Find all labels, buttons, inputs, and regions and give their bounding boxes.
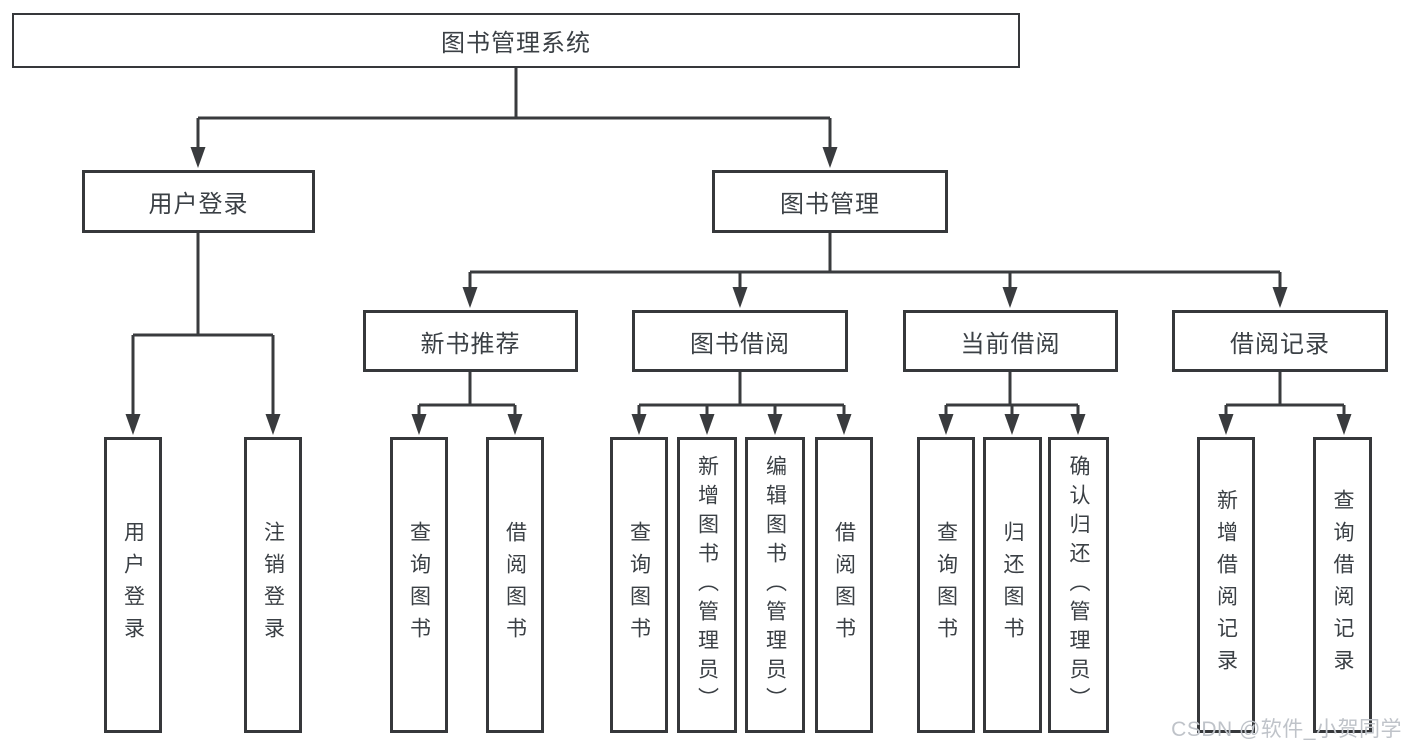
node-label: 借阅图书	[832, 521, 856, 649]
node-label: 确认归还（管理员）	[1067, 454, 1090, 716]
leaf-user-login: 用户登录	[104, 437, 162, 733]
leaf-query-books-recommend: 查询图书	[390, 437, 448, 733]
leaf-borrow-books: 借阅图书	[815, 437, 873, 733]
leaf-add-books-admin: 新增图书（管理员）	[677, 437, 737, 733]
node-label: 图书管理系统	[441, 30, 591, 57]
node-current-borrowing: 当前借阅	[903, 310, 1118, 372]
csdn-watermark: CSDN @软件_小贺同学	[1171, 718, 1402, 741]
node-label: 查询借阅记录	[1331, 489, 1354, 681]
node-label: 归还图书	[1001, 521, 1024, 649]
leaf-return-books: 归还图书	[983, 437, 1042, 733]
node-label: 新增借阅记录	[1214, 489, 1238, 681]
node-label: 用户登录	[148, 191, 249, 218]
node-book-borrowing: 图书借阅	[632, 310, 848, 372]
arrowheads	[125, 147, 1352, 435]
node-label: 查询图书	[407, 521, 431, 649]
node-label: 查询图书	[934, 521, 958, 649]
node-new-book-recommend: 新书推荐	[363, 310, 578, 372]
leaf-query-books-borrowing: 查询图书	[610, 437, 668, 733]
node-user-login: 用户登录	[82, 170, 315, 233]
node-label: 图书管理	[780, 191, 880, 218]
leaf-logout-login: 注销登录	[244, 437, 302, 733]
leaf-add-borrow-record: 新增借阅记录	[1197, 437, 1255, 733]
leaf-confirm-return-admin: 确认归还（管理员）	[1048, 437, 1109, 733]
leaf-edit-books-admin: 编辑图书（管理员）	[745, 437, 805, 733]
node-label: 查询图书	[627, 521, 651, 649]
node-book-management: 图书管理	[712, 170, 948, 233]
node-borrow-records: 借阅记录	[1172, 310, 1388, 372]
node-label: 注销登录	[261, 521, 285, 649]
leaf-query-books-current: 查询图书	[917, 437, 975, 733]
node-label: 借阅图书	[503, 521, 527, 649]
node-label: 用户登录	[121, 521, 145, 649]
leaf-query-borrow-record: 查询借阅记录	[1313, 437, 1372, 733]
node-label: 图书借阅	[690, 330, 790, 358]
node-label: 当前借阅	[960, 330, 1061, 358]
node-library-management-system: 图书管理系统	[12, 13, 1020, 68]
node-label: 新增图书（管理员）	[695, 454, 719, 716]
node-label: 编辑图书（管理员）	[763, 454, 787, 716]
node-label: 新书推荐	[420, 330, 521, 358]
node-label: 借阅记录	[1230, 330, 1330, 358]
leaf-borrow-books-recommend: 借阅图书	[486, 437, 544, 733]
